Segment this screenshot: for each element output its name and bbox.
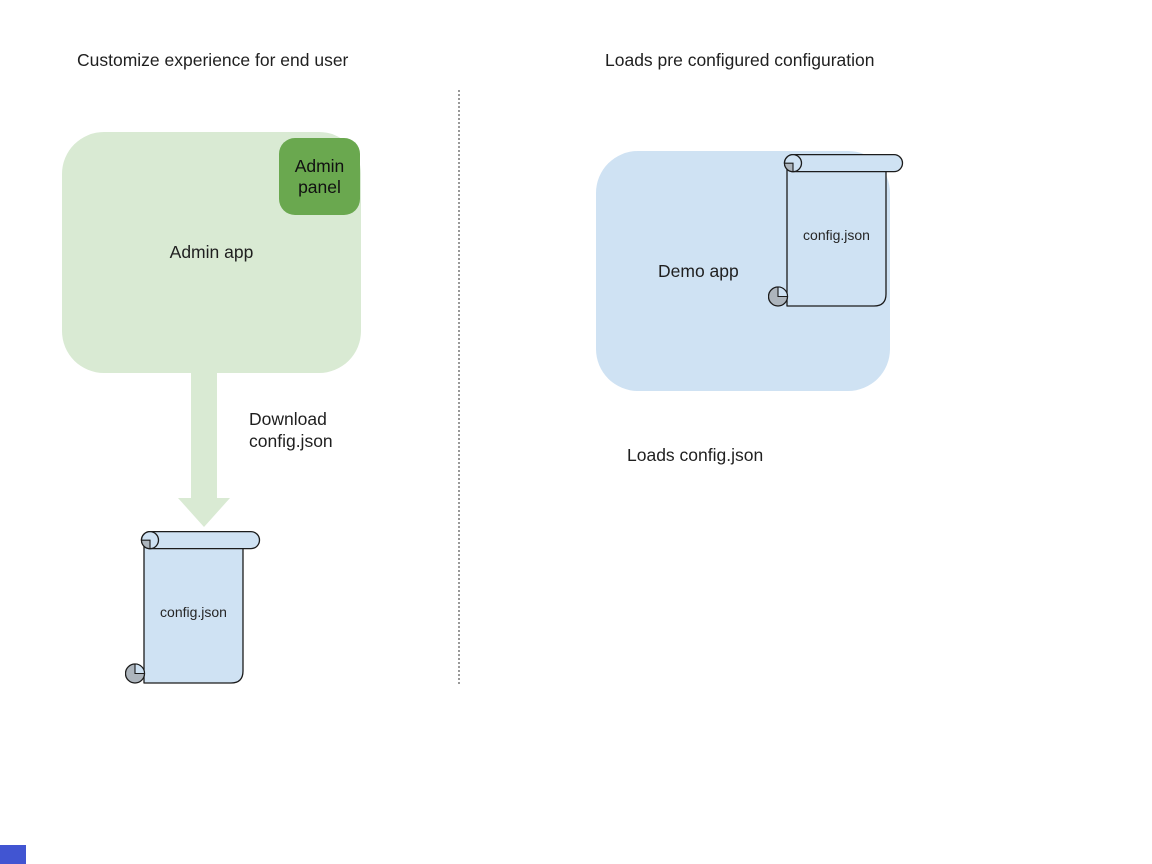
config-file-scroll-right: config.json xyxy=(767,153,904,308)
arrow-shape xyxy=(178,373,230,527)
corner-marker xyxy=(0,845,26,864)
section-divider xyxy=(458,90,460,684)
loads-config-caption: Loads config.json xyxy=(627,445,764,465)
download-arrow-icon xyxy=(178,373,230,527)
config-file-label: config.json xyxy=(803,227,870,243)
scroll-shape-icon xyxy=(124,530,261,684)
admin-panel-label: Admin panel xyxy=(294,155,345,197)
left-section-title: Customize experience for end user xyxy=(77,50,349,70)
scroll-shape-icon xyxy=(767,153,904,307)
admin-app-label: Admin app xyxy=(169,242,254,262)
config-file-scroll-left: config.json xyxy=(124,530,261,685)
right-section-title: Loads pre configured configuration xyxy=(605,50,875,70)
admin-panel-box: Admin panel xyxy=(279,138,360,215)
download-caption: Download config.json xyxy=(249,409,333,451)
config-file-label: config.json xyxy=(160,604,227,620)
demo-app-label: Demo app xyxy=(658,260,739,281)
